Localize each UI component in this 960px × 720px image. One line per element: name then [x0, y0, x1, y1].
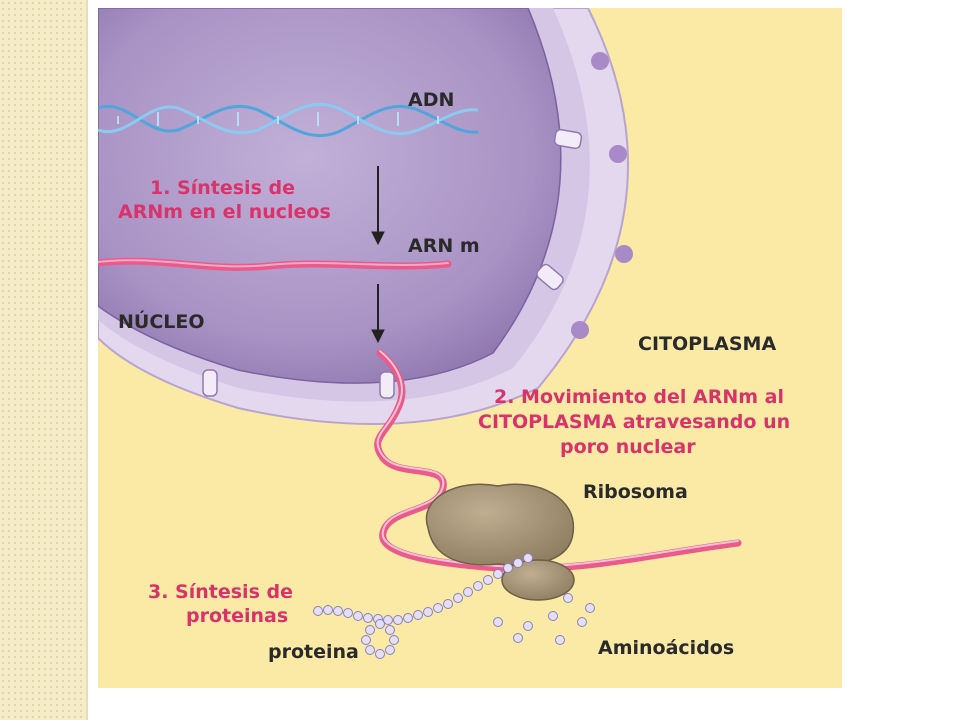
label-step2-line1: 2. Movimiento del ARNm al — [494, 386, 784, 408]
granule — [571, 321, 589, 339]
ribosome-large-subunit — [425, 483, 575, 566]
label-step3-line1: 3. Síntesis de — [148, 581, 293, 603]
label-nucleo: NÚCLEO — [118, 309, 205, 333]
nuclear-pore — [379, 371, 395, 399]
label-aminoacidos: Aminoácidos — [598, 637, 734, 659]
protein-chain — [313, 553, 533, 659]
label-citoplasma: CITOPLASMA — [638, 333, 776, 355]
nuclear-pore — [202, 369, 218, 397]
ribosome-small-subunit — [501, 559, 575, 601]
label-step2-line2: CITOPLASMA atravesando un — [478, 411, 790, 433]
decorative-side-strip — [0, 0, 86, 720]
side-strip-border — [86, 0, 88, 720]
flow-arrows — [371, 166, 385, 344]
label-step2-line3: poro nuclear — [560, 436, 696, 458]
nuclear-pores — [202, 128, 583, 399]
granule — [615, 245, 633, 263]
nuclear-pore — [536, 263, 564, 291]
label-ribosoma: Ribosoma — [583, 481, 688, 503]
label-step1-line1: 1. Síntesis de — [150, 177, 295, 199]
dna-double-helix — [98, 102, 479, 138]
label-step3-line2: proteinas — [186, 605, 288, 627]
nuclear-pore — [553, 128, 583, 150]
label-proteina: proteina — [268, 641, 359, 663]
granule — [591, 52, 609, 70]
ribosome — [425, 483, 575, 601]
protein-synthesis-diagram: ADN 1. Síntesis de ARNm en el nucleos AR… — [98, 8, 842, 688]
label-adn: ADN — [408, 89, 454, 111]
granule — [609, 145, 627, 163]
label-arnm: ARN m — [408, 235, 480, 257]
amino-acids — [493, 593, 595, 645]
label-step1-line2: ARNm en el nucleos — [118, 201, 331, 223]
cytoplasm-granules — [571, 52, 633, 339]
nucleus-interior — [98, 8, 562, 384]
